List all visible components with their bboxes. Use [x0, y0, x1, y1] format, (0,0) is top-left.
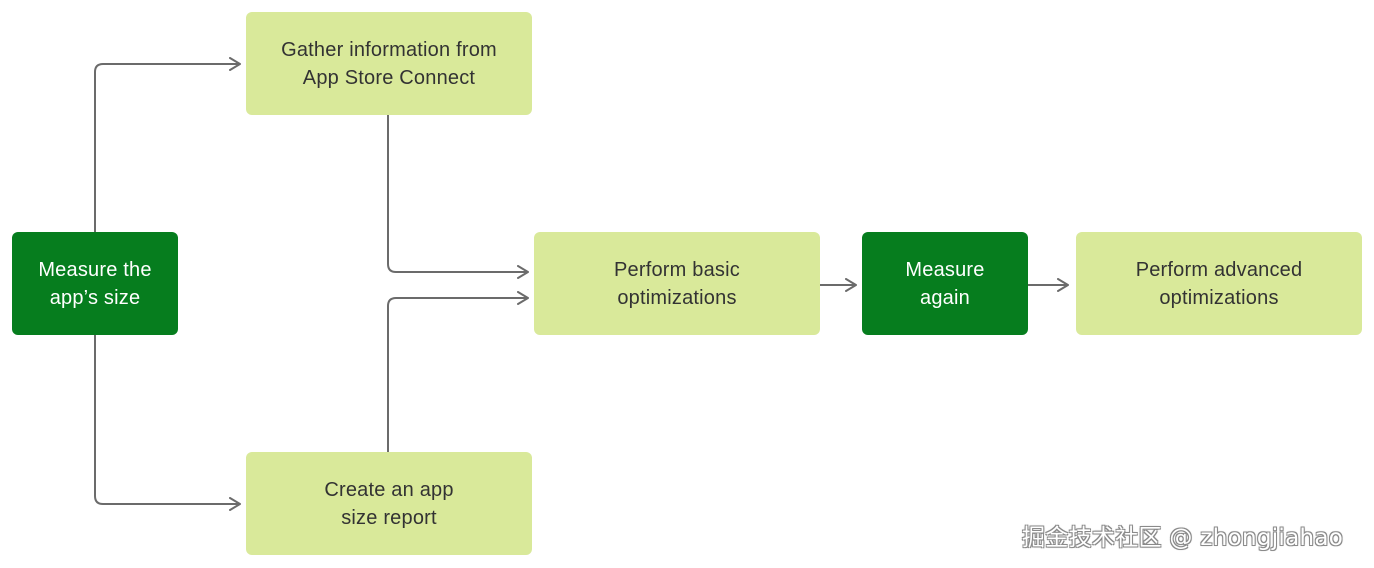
node-basic-optimizations-label: Perform basic optimizations	[614, 258, 740, 309]
node-measure-app-size: Measure the app’s size	[12, 232, 178, 335]
watermark: 掘金技术社区 @ zhongjiahao	[1022, 525, 1344, 551]
edge-measure-to-create	[94, 335, 241, 511]
node-gather-info: Gather information from App Store Connec…	[246, 12, 532, 115]
node-create-size-report-label: Create an app size report	[324, 478, 454, 529]
node-advanced-optimizations: Perform advanced optimizations	[1076, 232, 1362, 335]
edge-measure-to-gather	[94, 57, 241, 232]
node-advanced-optimizations-label: Perform advanced optimizations	[1135, 258, 1303, 309]
node-create-size-report: Create an app size report	[246, 452, 532, 555]
node-measure-app-size-label: Measure the app’s size	[38, 258, 152, 309]
edge-create-to-basic	[387, 291, 529, 452]
edge-gather-to-basic	[387, 115, 529, 279]
node-gather-info-label: Gather information from App Store Connec…	[281, 38, 497, 89]
node-measure-again: Measure again	[862, 232, 1028, 335]
node-measure-again-label: Measure again	[905, 258, 985, 309]
node-basic-optimizations: Perform basic optimizations	[534, 232, 820, 335]
